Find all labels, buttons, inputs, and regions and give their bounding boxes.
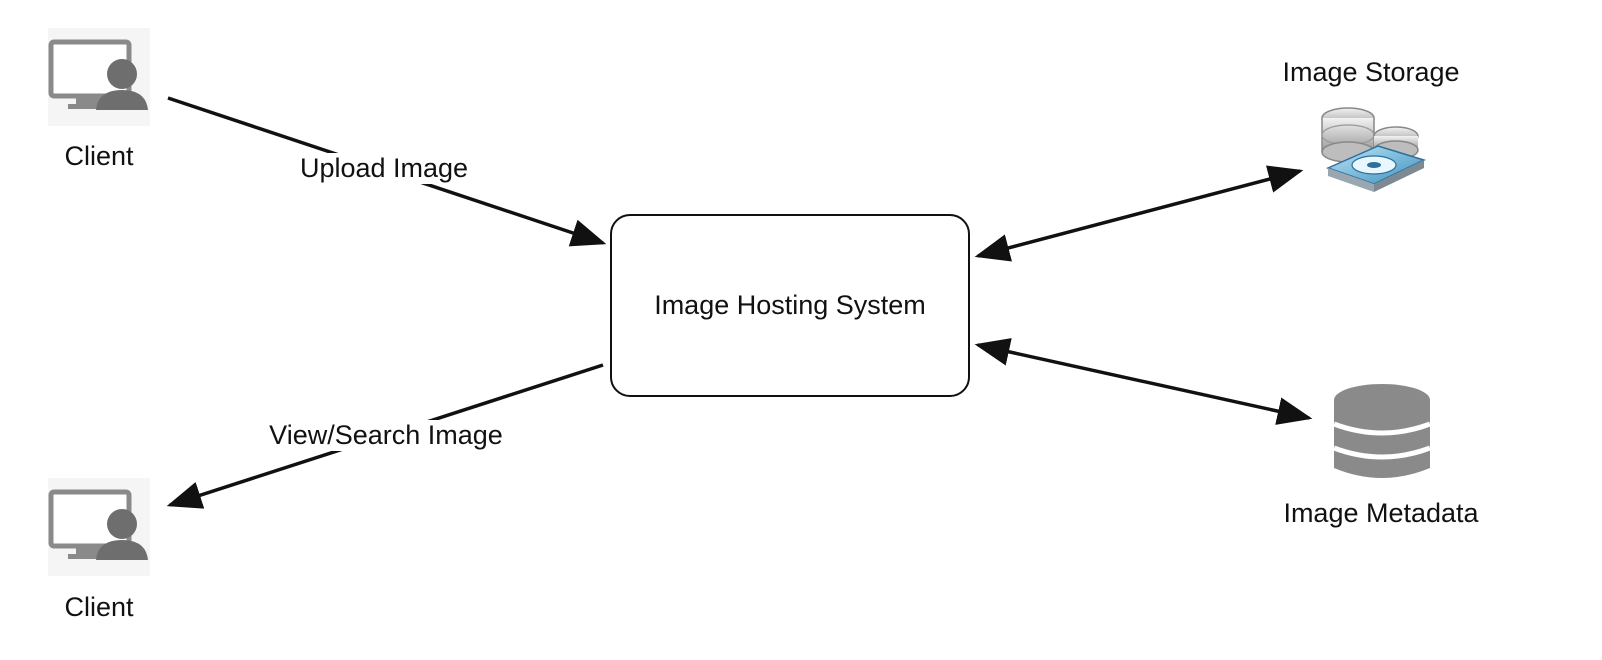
disk-storage-icon — [1321, 107, 1427, 192]
edge-hub-metadata-arrow — [974, 338, 1313, 425]
client-top-label: Client — [64, 141, 134, 171]
edge-view-search-label: View/Search Image — [267, 420, 505, 451]
edge-upload-label: Upload Image — [297, 153, 471, 184]
edge-hub-storage-arrow — [974, 165, 1304, 262]
hub-label: Image Hosting System — [654, 290, 926, 320]
database-icon — [1333, 384, 1431, 478]
client-bottom-label: Client — [64, 592, 134, 622]
storage-label: Image Storage — [1282, 57, 1460, 87]
client-computer-user-icon — [48, 28, 150, 126]
client-computer-user-icon — [48, 478, 150, 576]
image-hosting-system-node: Image Hosting System — [610, 214, 970, 397]
metadata-label: Image Metadata — [1283, 498, 1479, 528]
